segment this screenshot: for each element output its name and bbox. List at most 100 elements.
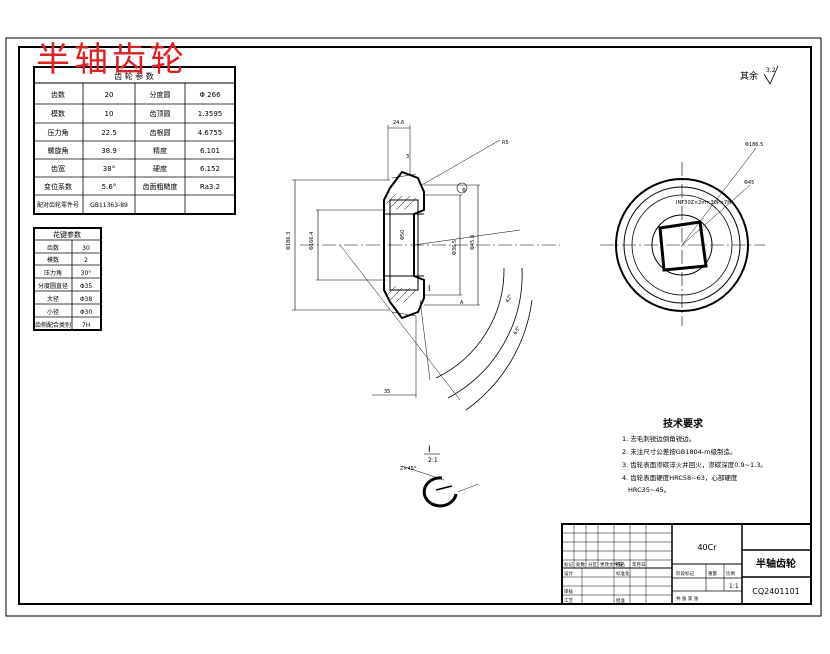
title-overlay: 半轴齿轮 [36, 40, 188, 80]
gp-cell: GB11363-89 [90, 202, 128, 209]
gp-cell: 20 [105, 91, 114, 99]
sp-cell: Φ35 [80, 283, 93, 290]
gp-cell: 压力角 [48, 128, 69, 137]
tech-req-title: 技术要求 [663, 417, 704, 430]
gp-cell: 4.6755 [198, 129, 223, 137]
inner-frame [18, 46, 812, 605]
svg-text:签名: 签名 [616, 561, 625, 568]
svg-text:R5: R5 [502, 140, 509, 146]
gear-params-table [33, 66, 236, 215]
gp-cell: 齿面粗糙度 [143, 182, 178, 191]
svg-text:标准化: 标准化 [616, 570, 630, 577]
gear-params-header: 齿 轮 参 数 [114, 71, 154, 81]
material: 40Cr [697, 543, 717, 552]
sp-cell: 齿数 [47, 244, 59, 252]
part-name: 半轴齿轮 [756, 557, 796, 570]
svg-text:处数: 处数 [576, 561, 585, 568]
gp-cell: 齿数 [51, 90, 65, 99]
gp-cell: 22.5 [101, 129, 117, 137]
spline-params-cells: 齿数 30 模数 2 压力角 30° 分度圆直径 Φ35 大径 Φ38 小径 Φ… [35, 244, 92, 329]
sp-cell: 模数 [47, 256, 59, 264]
roughness-symbol-icon [763, 65, 779, 85]
gp-cell: 6.152 [200, 165, 220, 173]
sp-cell: 30 [82, 245, 90, 252]
svg-text:A: A [460, 300, 464, 306]
gp-cell: 模数 [51, 109, 65, 118]
svg-text:批准: 批准 [616, 597, 625, 604]
gp-cell: 精度 [153, 146, 167, 155]
gp-cell: 38° [103, 165, 115, 173]
gear-params-cells: 齿数 20 分度圆 Φ 266 模数 10 齿顶圆 1.3595 压力角 22.… [37, 90, 222, 209]
svg-text:Φ50: Φ50 [400, 230, 406, 240]
svg-text:Φ186.3: Φ186.3 [286, 232, 292, 250]
sp-cell: 大径 [47, 295, 59, 303]
gp-cell: Ra3.2 [200, 183, 220, 191]
gear-end-view [600, 147, 765, 326]
sp-cell: 齿侧配合类别 [35, 321, 71, 329]
spline-params-header: 花键参数 [53, 230, 81, 239]
gp-cell: 38.9 [101, 147, 117, 155]
svg-text:24.6: 24.6 [393, 120, 404, 126]
svg-text:Φ: Φ [462, 188, 466, 194]
dimension-labels: 24.6 R5 3 Φ186.3 Φ166.4 Φ45.8 Φ36.5 Φ50 … [286, 120, 522, 395]
gp-cell: Φ 266 [199, 91, 221, 99]
datum-circle-icon [456, 182, 468, 194]
tech-req-list: 1. 去毛刺锐边倒角锐边。 2. 未注尺寸公差按GB1804-m级制造。 3. … [622, 434, 767, 494]
gp-cell: 分度圆 [150, 90, 171, 99]
tech-req-item: 3. 齿轮表面渗碳淬火并回火，渗碳深度0.9~1.3。 [622, 460, 767, 469]
gp-cell: 6.101 [200, 147, 220, 155]
detail-view [401, 465, 479, 508]
svg-text:42°: 42° [505, 293, 515, 304]
svg-text:Φ36.5: Φ36.5 [452, 240, 458, 255]
svg-text:设计: 设计 [564, 570, 573, 577]
gp-cell: 齿顶圆 [150, 110, 171, 118]
gp-cell: 变位系数 [44, 182, 72, 191]
svg-text:Φ166.4: Φ166.4 [309, 232, 315, 250]
gp-cell: 5.6° [102, 183, 117, 191]
svg-text:工艺: 工艺 [564, 598, 573, 604]
roughness-value: 3.2 [766, 67, 776, 74]
svg-text:Φ45.8: Φ45.8 [470, 235, 476, 250]
detail-marker: I [428, 445, 431, 455]
svg-text:重量: 重量 [708, 570, 717, 577]
svg-text:比例: 比例 [726, 570, 735, 577]
scale-value: 1:1 [729, 583, 739, 590]
outer-frame [5, 37, 822, 617]
tech-req-item: 2. 未注尺寸公差按GB1804-m级制造。 [622, 447, 736, 456]
sp-cell: 30° [81, 270, 92, 277]
spline-params-table [33, 227, 102, 331]
tech-req-item: 4. 齿轮表面硬度HRC58~63，心部硬度 [622, 473, 738, 482]
svg-text:更改文件号: 更改文件号 [600, 561, 623, 568]
sp-cell: 分度圆直径 [38, 282, 68, 290]
tech-req-item: 1. 去毛刺锐边倒角锐边。 [622, 434, 695, 443]
sp-cell: Φ38 [80, 296, 93, 303]
svg-text:标记: 标记 [564, 561, 573, 568]
roughness-note: 其余 [740, 70, 758, 82]
sp-cell: Φ30 [80, 309, 93, 316]
gp-cell: 硬度 [153, 164, 167, 173]
sp-cell: 2 [84, 257, 88, 264]
gp-cell: 10 [105, 110, 114, 118]
gp-cell: 齿根圆 [150, 128, 171, 137]
title-block [561, 523, 812, 605]
gp-cell: 齿宽 [51, 164, 65, 173]
svg-text:63°: 63° [513, 325, 523, 336]
svg-text:年月日: 年月日 [632, 561, 646, 568]
sp-cell: 7H [82, 322, 90, 329]
detail-scale: 2:1 [428, 457, 438, 464]
sp-cell: 压力角 [44, 269, 62, 277]
gp-cell: 螺旋角 [48, 146, 69, 155]
svg-text:审核: 审核 [564, 588, 573, 595]
svg-text:3: 3 [406, 154, 409, 160]
gear-section-view [292, 125, 560, 411]
svg-text:Φ45: Φ45 [744, 180, 754, 186]
svg-text:分区: 分区 [588, 561, 597, 568]
tech-req-item: HRC35~45。 [628, 486, 670, 494]
title-block-labels: 标记 处数 分区 更改文件号 签名 年月日 设计 标准化 审核 工艺 批准 阶段… [564, 561, 735, 604]
gp-cell: 配对齿轮零件号 [37, 201, 79, 209]
svg-text:2×45°: 2×45° [400, 466, 417, 472]
gp-cell: 1.3595 [198, 110, 223, 118]
svg-text:阶段标记: 阶段标记 [676, 570, 694, 577]
sp-cell: 小径 [47, 308, 59, 316]
